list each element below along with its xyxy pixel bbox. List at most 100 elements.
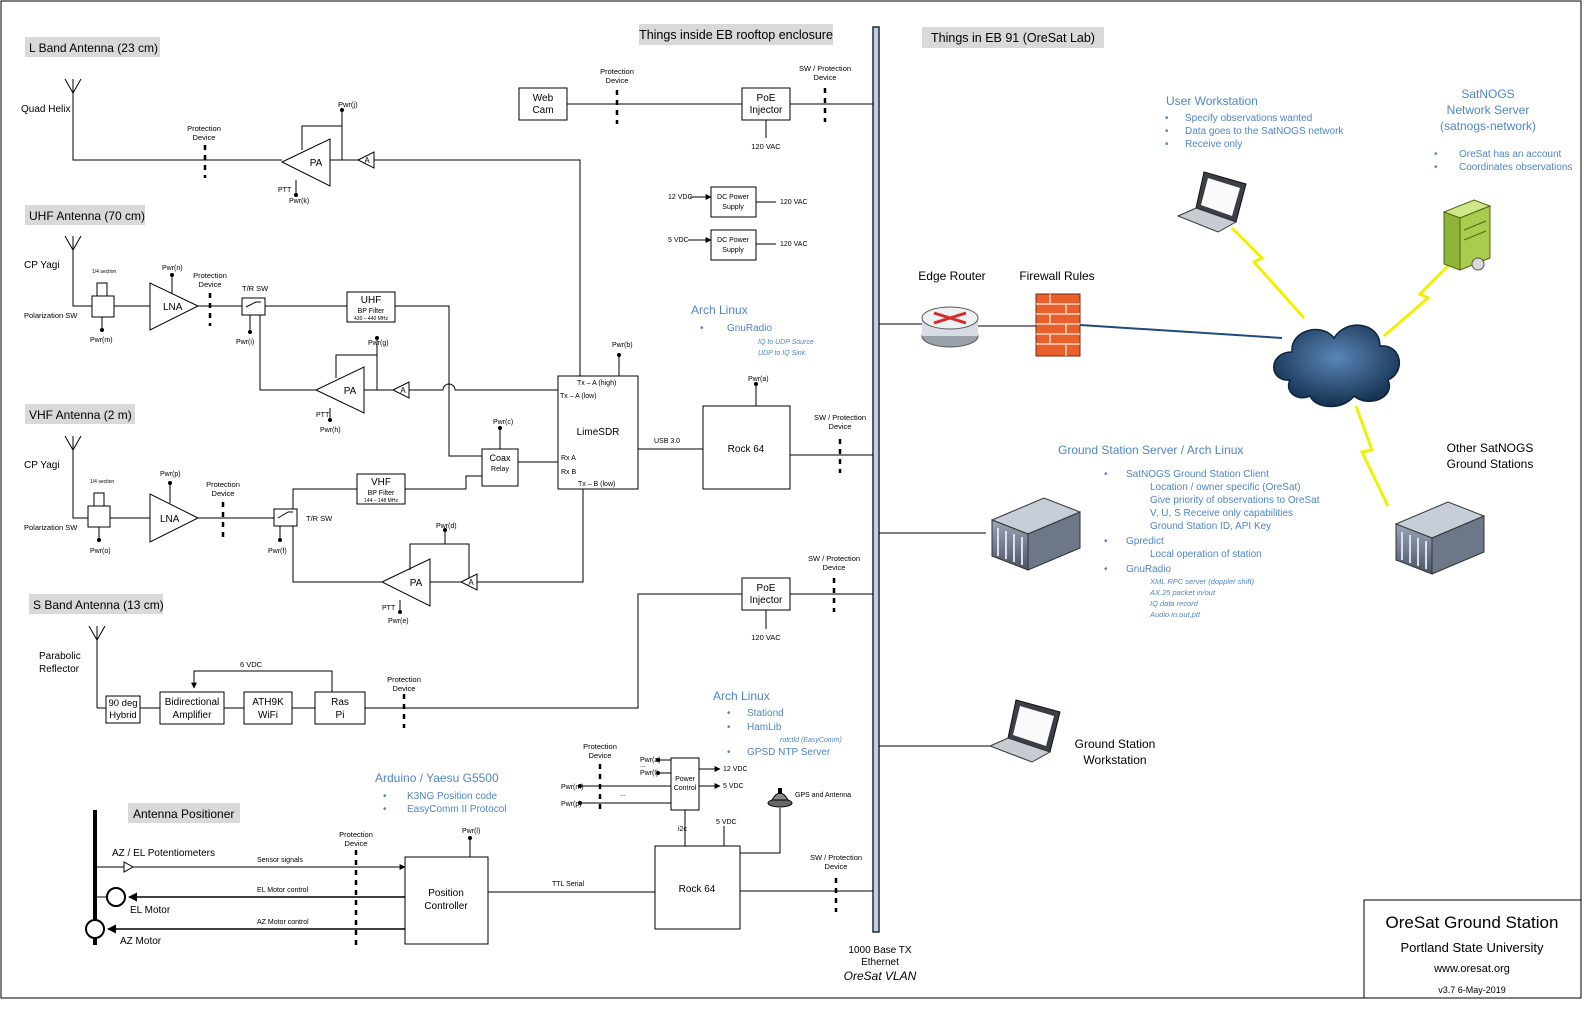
lime-rxb: Rx B <box>561 469 577 476</box>
user-ws-bullet-0: • <box>1165 113 1169 124</box>
usb-label: USB 3.0 <box>654 438 680 445</box>
uhf-tr-label: T/R SW <box>242 284 269 293</box>
parabolic-label: Parabolic <box>39 651 81 662</box>
position-controller <box>404 856 489 945</box>
vhf-filter-2: BP Filter <box>368 490 395 497</box>
pwr-p-label: Pwr(p) <box>160 471 181 478</box>
l-band-a-label: A <box>364 156 370 165</box>
hybrid-label-1: 90 deg <box>108 698 137 709</box>
satnogs-item-1: Coordinates observations <box>1459 162 1572 173</box>
uhf-pa-loop <box>335 354 378 390</box>
raspi-label-1: Ras <box>331 697 349 708</box>
arduino-bullet-0: • <box>383 791 387 802</box>
six-vdc-label: 6 VDC <box>240 660 263 669</box>
dc5-in-label: 120 VAC <box>780 241 808 248</box>
bolt-other-stations <box>1354 405 1390 507</box>
uhf-quarter: 1/4 section <box>92 269 116 275</box>
firewall-to-cloud <box>1079 324 1283 339</box>
bolt-satnogs-server <box>1383 260 1454 338</box>
arch1-sub-1: UDP to IQ Sink <box>758 350 806 357</box>
arch2-item-1: HamLib <box>747 722 782 733</box>
poe-to-raspi <box>365 593 742 709</box>
vhf-tr-label: T/R SW <box>306 514 333 523</box>
coax-label-2: Relay <box>491 466 509 473</box>
vhf-filter-3: 144 – 148 MHz <box>364 498 398 504</box>
pc-5v: 5 VDC <box>723 783 744 790</box>
bidir-label-2: Amplifier <box>173 710 213 721</box>
arch2-bullet-2: • <box>727 747 731 758</box>
gss-item-2-sub-0: Local operation of station <box>1150 549 1262 560</box>
gss-bullet-0: • <box>1104 469 1108 480</box>
vhf-header-bg <box>25 404 135 424</box>
power-label-1: Power <box>675 776 696 783</box>
ground-station-workstation-laptop-icon <box>988 699 1061 763</box>
ground-station-server-icon <box>990 497 1082 571</box>
posctl-pwr-l: Pwr(l) <box>462 828 480 835</box>
posctl-label-1: Position <box>428 888 464 899</box>
sensor-signals-label: Sensor signals <box>257 857 303 864</box>
gss-item-3-sub-0: XML RPC server (doppler shift) <box>1149 577 1255 586</box>
uhf-pa-label: PA <box>344 386 357 397</box>
dc12-label-2: Supply <box>722 204 744 211</box>
s-band-antenna-icon <box>88 625 106 658</box>
user-ws-bullet-2: • <box>1165 139 1169 150</box>
uhf-filter-2: BP Filter <box>358 308 385 315</box>
satnogs-server-icon <box>1442 199 1492 271</box>
pc-pwr-l: Pwr(l) <box>640 770 658 777</box>
i2c-label: i2c <box>678 826 687 833</box>
uhf-header-bg <box>25 205 145 225</box>
vhf-pa-loop <box>409 543 470 582</box>
other-stations-server-icon <box>1394 501 1486 575</box>
vhf-lna-label: LNA <box>160 514 180 525</box>
poe-mid-label-1: PoE <box>757 583 776 594</box>
vhf-tx-line <box>292 526 382 583</box>
el-motor-icon <box>106 887 126 907</box>
uhf-polarization: Polarization SW <box>24 311 78 320</box>
poe-top-sw-label: SW / Protection <box>799 64 851 73</box>
gs-workstation-label-2: Workstation <box>1083 753 1146 767</box>
vhf-to-coax <box>405 475 482 490</box>
enclosure-header: Things inside EB rooftop enclosure <box>639 28 833 42</box>
l-band-antenna-icon <box>64 78 82 112</box>
pwr-h-label: Pwr(h) <box>320 427 341 434</box>
vhf-prot-label-2: Device <box>212 489 235 498</box>
l-band-header-bg <box>25 37 160 57</box>
uhf-pol-switch <box>91 295 115 318</box>
ethernet-label-2: Ethernet <box>861 957 899 968</box>
ath9k-box <box>243 691 293 725</box>
pc-ellipsis-2: ... <box>620 791 626 798</box>
webcam-label-2: Cam <box>532 105 553 116</box>
poe-mid-sw-label-2: Device <box>823 563 846 572</box>
arch2-item-2: GPSD NTP Server <box>747 747 831 758</box>
raspi-label-2: Pi <box>336 710 345 721</box>
rock64-bottom <box>654 845 741 930</box>
posctl-label-2: Controller <box>424 901 468 912</box>
pc-pwr-m: Pwr(m) <box>561 784 584 791</box>
arch2-sub: rotctld (EasyComm) <box>780 737 842 744</box>
rock64-bottom-sw-label: SW / Protection <box>810 853 862 862</box>
bolt-user-workstation <box>1230 226 1306 319</box>
firewall-label: Firewall Rules <box>1019 269 1094 283</box>
arduino-item-1: EasyComm II Protocol <box>407 804 506 815</box>
pwr-i-label: Pwr(i) <box>236 339 254 346</box>
poe-mid-120vac: 120 VAC <box>751 633 781 642</box>
other-stations-label-1: Other SatNOGS <box>1447 441 1534 455</box>
gss-item-2: Gpredict <box>1126 536 1164 547</box>
az-el-pot-label: AZ / EL Potentiometers <box>112 848 215 859</box>
enclosure-header-bg <box>639 24 833 45</box>
dc5-out-label: 5 VDC <box>668 237 689 244</box>
satnogs-title-2: (satnogs-network) <box>1440 119 1536 133</box>
title-block-title: OreSat Ground Station <box>1386 913 1559 932</box>
positioner-header: Antenna Positioner <box>133 807 234 821</box>
gss-item-3-sub-3: Audio in,out,ptt <box>1149 610 1201 619</box>
uhf-prot-label: Protection <box>193 271 227 280</box>
vhf-bp-filter <box>356 473 406 505</box>
vhf-antenna-icon <box>64 435 82 468</box>
pc-prot-label: Protection <box>583 742 617 751</box>
webcam-protection-label-2: Device <box>606 76 629 85</box>
dc12-in-label: 120 VAC <box>780 199 808 206</box>
limesdr-label: LimeSDR <box>577 427 620 438</box>
limesdr-box <box>557 375 639 490</box>
hybrid-label-2: Hybrid <box>109 710 136 721</box>
six-vdc-feed <box>191 670 333 692</box>
